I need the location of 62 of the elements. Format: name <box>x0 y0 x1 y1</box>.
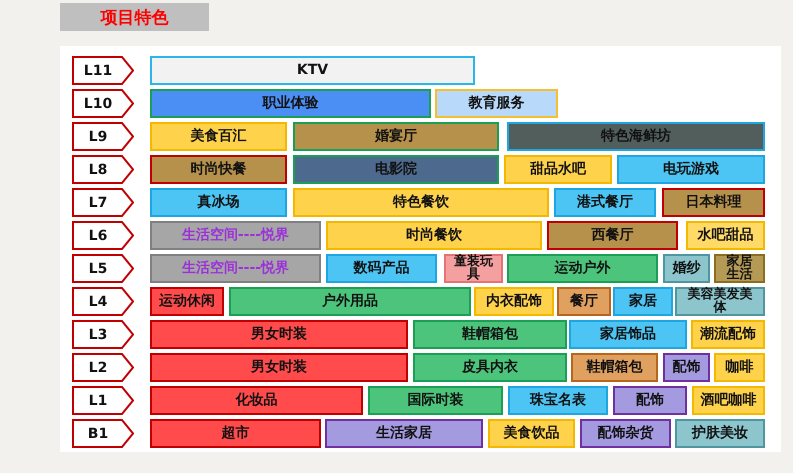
category-block: 甜品水吧 <box>504 155 612 184</box>
category-block: 潮流配饰 <box>691 320 765 349</box>
floor-tag: B1 <box>72 419 134 448</box>
category-block: 数码产品 <box>326 254 437 283</box>
category-block: 水吧甜品 <box>686 221 765 250</box>
floor-tag: L4 <box>72 287 134 316</box>
category-block: 港式餐厅 <box>554 188 656 217</box>
title-bar: 项目特色 <box>60 3 209 31</box>
category-block: 美容美发美体 <box>675 287 765 316</box>
category-block: 时尚快餐 <box>150 155 287 184</box>
category-block: 家居生活 <box>714 254 765 283</box>
floor-tag: L10 <box>72 89 134 118</box>
floor-tag: L2 <box>72 353 134 382</box>
category-block: 化妆品 <box>150 386 363 415</box>
category-block: 真冰场 <box>150 188 287 217</box>
category-block: 生活家居 <box>325 419 483 448</box>
category-block: 生活空间----悦界 <box>150 254 321 283</box>
category-block: 婚纱 <box>663 254 710 283</box>
floor-tag: L3 <box>72 320 134 349</box>
category-block: 日本料理 <box>662 188 765 217</box>
category-block: 鞋帽箱包 <box>413 320 567 349</box>
category-block: 美食百汇 <box>150 122 287 151</box>
category-block: 男女时装 <box>150 320 408 349</box>
category-block: 运动户外 <box>507 254 658 283</box>
category-block: 珠宝名表 <box>508 386 608 415</box>
category-block: 护肤美妆 <box>675 419 765 448</box>
floor-tag: L7 <box>72 188 134 217</box>
category-block: 咖啡 <box>714 353 765 382</box>
category-block: 电影院 <box>293 155 499 184</box>
category-block: 内衣配饰 <box>474 287 554 316</box>
floor-tag: L5 <box>72 254 134 283</box>
category-block: 教育服务 <box>435 89 558 118</box>
category-block: 酒吧咖啡 <box>692 386 765 415</box>
category-block: 职业体验 <box>150 89 431 118</box>
floor-tag: L11 <box>72 56 134 85</box>
category-block: 国际时装 <box>368 386 503 415</box>
floor-tag: L8 <box>72 155 134 184</box>
category-block: 家居 <box>613 287 673 316</box>
floor-tag: L1 <box>72 386 134 415</box>
category-block: 超市 <box>150 419 321 448</box>
category-block: 特色海鲜坊 <box>507 122 765 151</box>
category-block: 运动休闲 <box>150 287 224 316</box>
category-block: 美食饮品 <box>488 419 575 448</box>
floor-tag: L6 <box>72 221 134 250</box>
category-block: 时尚餐饮 <box>326 221 542 250</box>
category-block: 配饰 <box>663 353 710 382</box>
category-block: 婚宴厅 <box>293 122 499 151</box>
floor-tag: L9 <box>72 122 134 151</box>
category-block: 特色餐饮 <box>293 188 549 217</box>
category-block: 电玩游戏 <box>617 155 765 184</box>
category-block: 生活空间----悦界 <box>150 221 321 250</box>
category-block: 皮具内衣 <box>413 353 567 382</box>
category-block: 西餐厅 <box>547 221 678 250</box>
category-block: 鞋帽箱包 <box>571 353 658 382</box>
category-block: 男女时装 <box>150 353 408 382</box>
category-block: 家居饰品 <box>569 320 687 349</box>
category-block: 户外用品 <box>229 287 471 316</box>
category-block: 童装玩具 <box>444 254 503 283</box>
category-block: KTV <box>150 56 475 85</box>
category-block: 配饰 <box>613 386 687 415</box>
category-block: 餐厅 <box>557 287 611 316</box>
category-block: 配饰杂货 <box>580 419 671 448</box>
